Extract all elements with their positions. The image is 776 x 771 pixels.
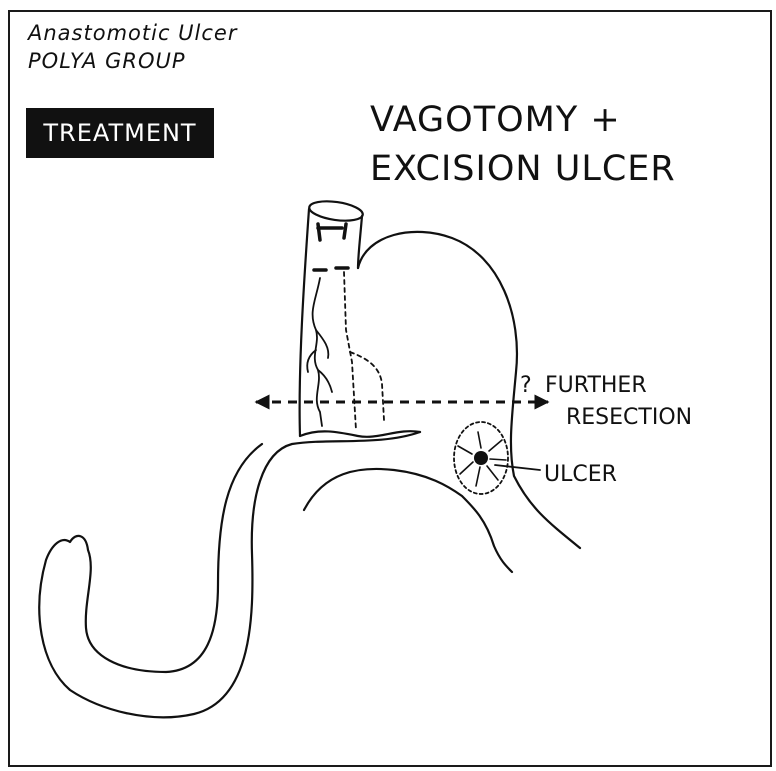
esophagus-top-opening	[308, 198, 364, 223]
jejunum-inner-wall	[304, 469, 512, 572]
ulcer-pointer	[495, 465, 540, 470]
further-resection-label-line-2: RESECTION	[566, 405, 692, 430]
ulcer	[454, 422, 540, 494]
vagotomy-cut-marks	[314, 224, 348, 270]
vagus-nerves	[307, 272, 384, 430]
further-resection-label-line-1: FURTHER	[545, 373, 647, 398]
ulcer-crater	[474, 451, 488, 465]
ulcer-label: ULCER	[544, 462, 617, 487]
jejunal-loop	[39, 432, 512, 717]
gastric-remnant	[300, 232, 580, 548]
posterior-vagus-nerve	[344, 272, 356, 430]
question-mark-label: ?	[520, 373, 532, 398]
jejunum-outer-wall	[39, 432, 420, 717]
